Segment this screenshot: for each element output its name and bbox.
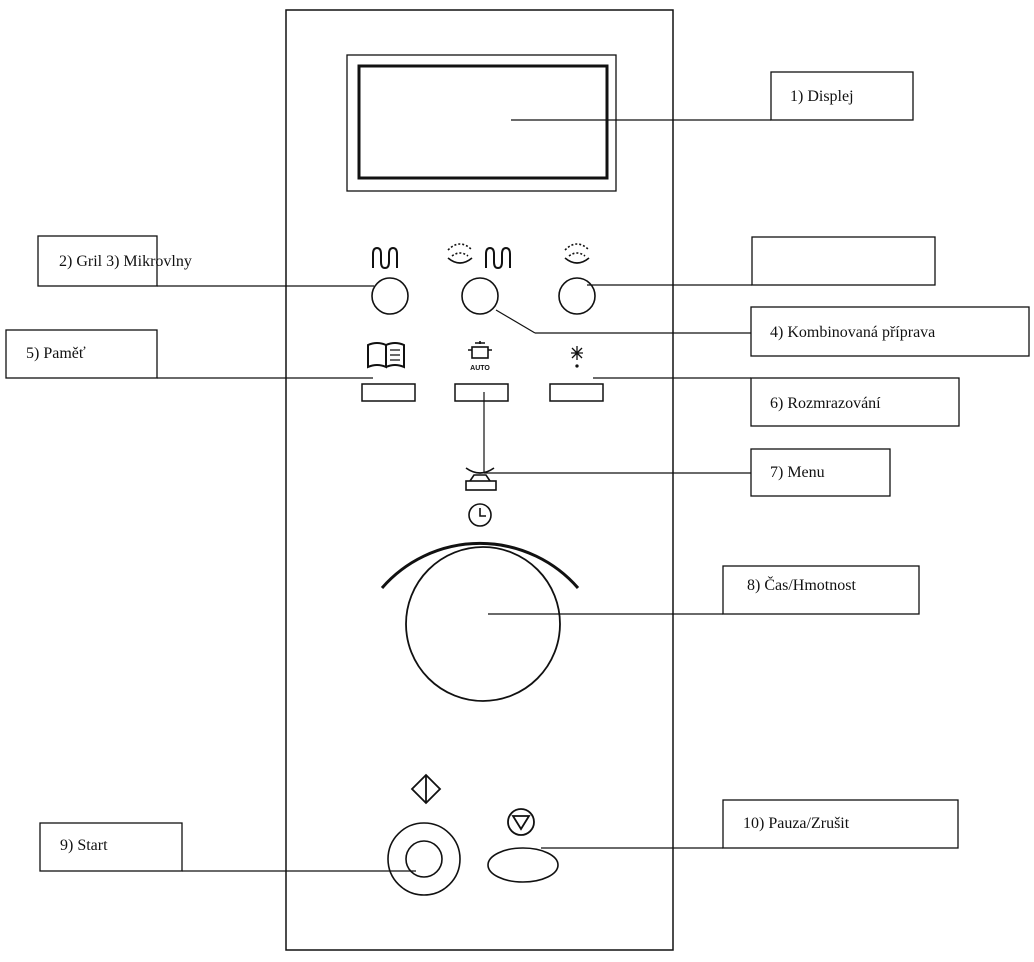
label-menu: 7) Menu [770, 464, 825, 481]
label-combo: 4) Kombinovaná příprava [770, 324, 935, 341]
microwave-button[interactable] [558, 277, 596, 315]
combo-button[interactable] [461, 277, 499, 315]
defrost-button[interactable] [549, 383, 604, 402]
memory-button[interactable] [361, 383, 416, 402]
label-display: 1) Displej [790, 88, 854, 105]
label-defrost: 6) Rozmrazování [770, 395, 881, 412]
grill-button[interactable] [371, 277, 409, 315]
auto-pot-icon [468, 341, 492, 359]
time-weight-dial[interactable] [405, 546, 561, 702]
display-screen [346, 54, 617, 192]
leader-lines [157, 119, 771, 872]
auto-menu-button[interactable] [454, 383, 509, 402]
defrost-snowflake-icon [571, 346, 583, 368]
microwave-icon [564, 243, 590, 264]
label-memory: 5) Paměť [26, 345, 86, 362]
memory-book-icon [367, 342, 405, 369]
clock-icon [468, 503, 492, 527]
grill-icon [372, 246, 398, 270]
label-start: 9) Start [60, 837, 108, 854]
start-button[interactable] [387, 822, 461, 896]
label-grill-microwave: 2) Gril 3) Mikrovlny [59, 253, 192, 270]
start-diamond-icon [410, 773, 442, 805]
weight-scale-icon [465, 467, 497, 491]
label-boxes [5, 71, 1030, 872]
auto-badge: AUTO [470, 365, 490, 372]
label-time-weight: 8) Čas/Hmotnost [747, 575, 856, 594]
control-panel-outline [285, 9, 674, 951]
dial-arc [380, 541, 580, 589]
combo-microwave-grill-icon [447, 243, 511, 270]
pause-cancel-button[interactable] [487, 847, 559, 883]
stop-triangle-icon [507, 808, 535, 836]
label-pause-cancel: 10) Pauza/Zrušit [743, 815, 850, 832]
